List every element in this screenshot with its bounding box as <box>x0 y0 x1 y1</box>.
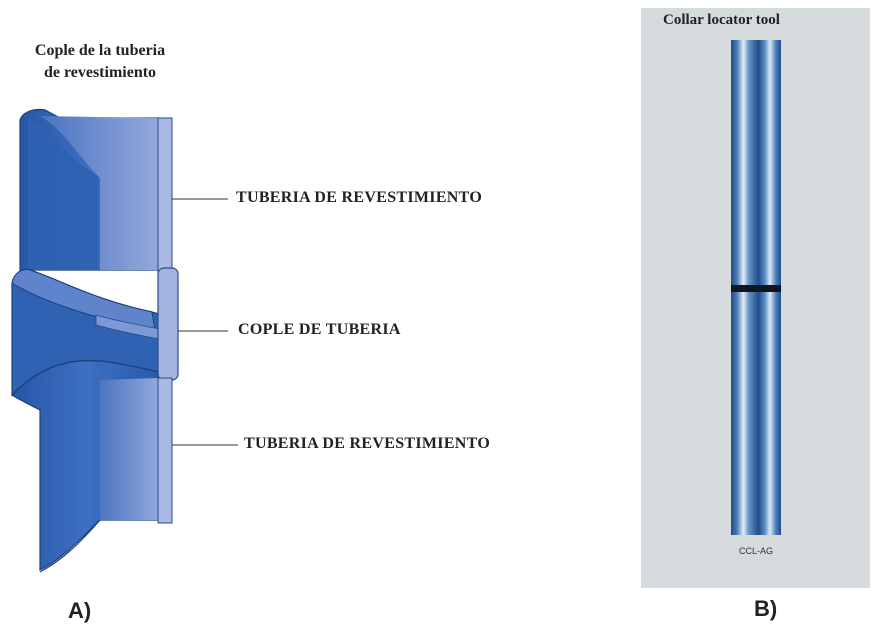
panel-b-letter: B) <box>754 596 778 621</box>
panel-a-title-line1: Cople de la tuberia <box>34 42 166 59</box>
label-upper-casing: TUBERIA DE REVESTIMIENTO <box>236 189 483 206</box>
pipe-coupling <box>11 267 179 397</box>
panel-a-title-line2: de revestimiento <box>43 64 157 81</box>
panel-b-title: Collar locator tool <box>663 12 780 28</box>
lower-casing-pipe <box>11 360 173 573</box>
panel-a-letter: A) <box>68 598 92 623</box>
label-coupling: COPLE DE TUBERIA <box>238 321 401 338</box>
upper-casing-pipe <box>19 108 173 279</box>
label-lower-casing: TUBERIA DE REVESTIMIENTO <box>244 435 491 452</box>
collar-marker-band <box>731 285 781 292</box>
tool-code-label: CCL-AG <box>739 546 774 556</box>
panel-a-title: Cople de la tuberia de revestimiento <box>0 40 200 84</box>
